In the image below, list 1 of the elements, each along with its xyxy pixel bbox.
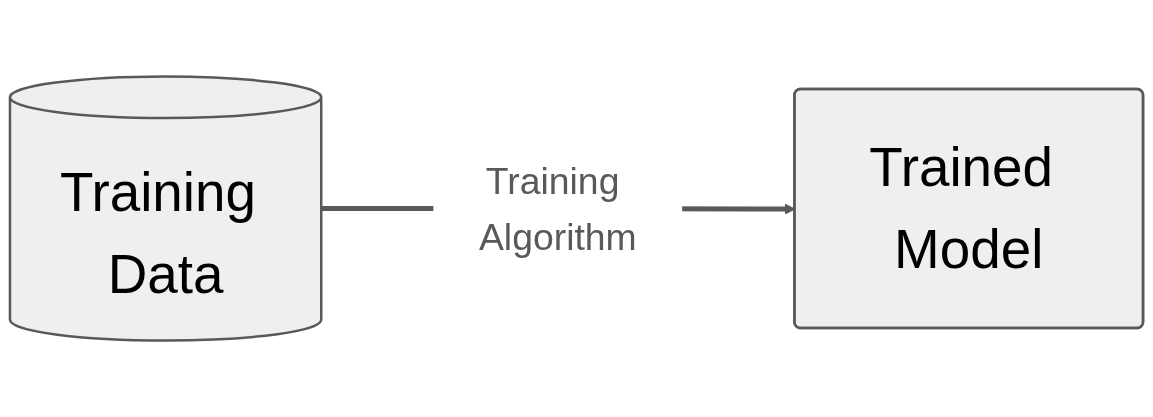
- edge-label: Training Algorithm: [478, 159, 637, 258]
